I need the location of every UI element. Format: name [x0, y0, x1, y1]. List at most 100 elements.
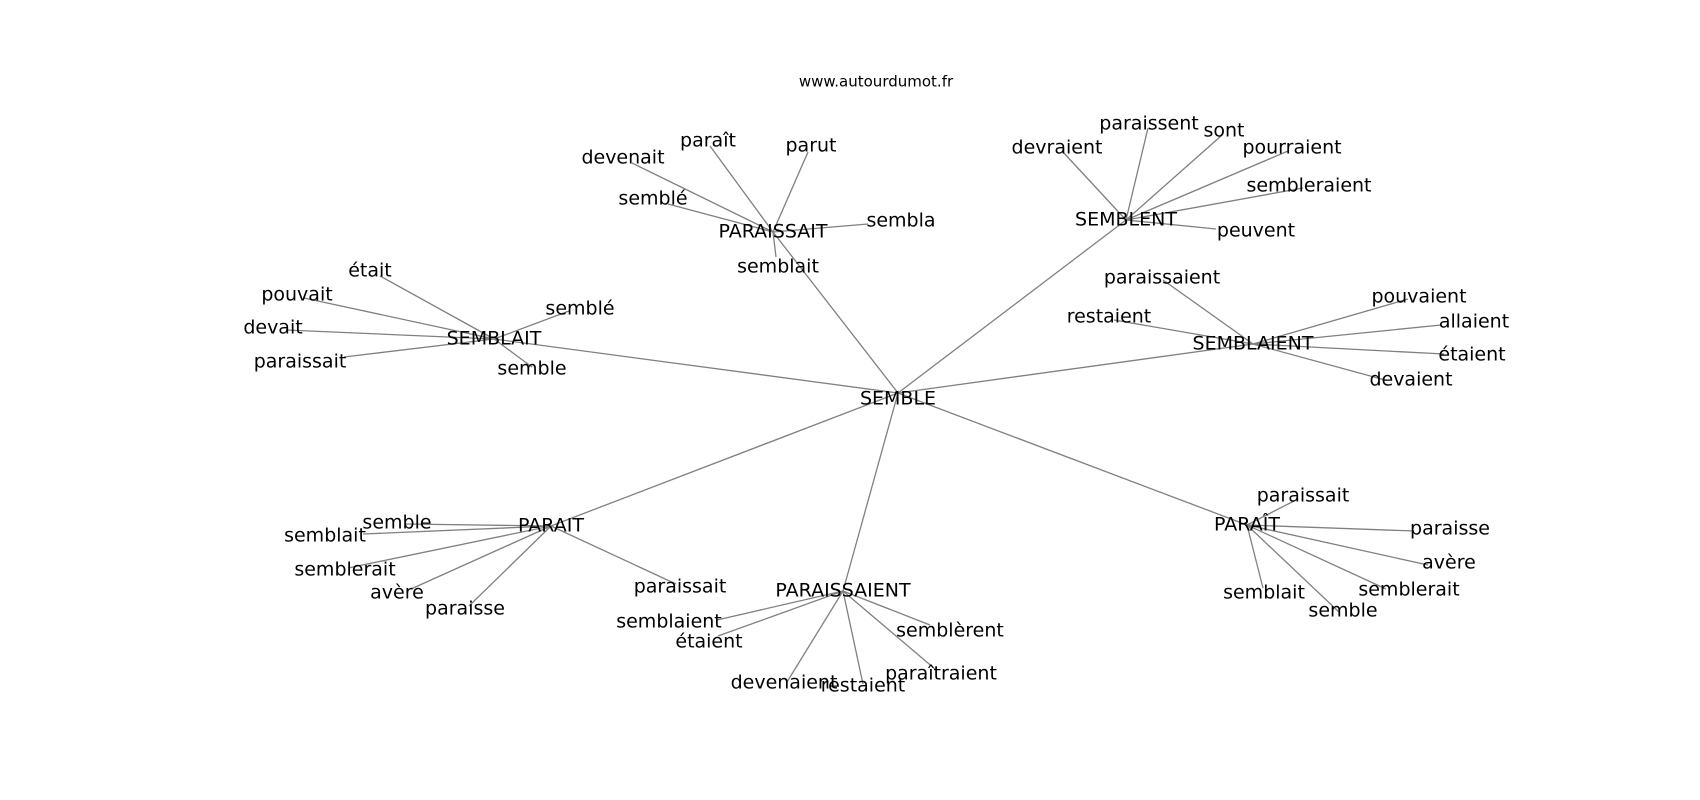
edge-paraissaient-hub-leaf-1 — [717, 590, 844, 637]
edge-center-to-semblait-hub — [493, 338, 899, 394]
parait-hub-leaf-0: semble — [362, 512, 431, 534]
parait-circumflex-hub-leaf-3: semblerait — [1358, 579, 1459, 601]
edge-semblent-hub-leaf-5 — [1125, 219, 1217, 230]
paraissaient-hub-leaf-1: étaient — [675, 631, 742, 653]
semblent-hub-leaf-0: devraient — [1012, 137, 1103, 159]
semblent-hub-leaf-1: paraissent — [1099, 113, 1198, 135]
semblaient-hub-leaf-5: devaient — [1369, 369, 1452, 391]
edge-parait-circumflex-hub-leaf-3 — [1246, 524, 1387, 590]
semblaient-hub-leaf-0: paraissaient — [1104, 267, 1220, 289]
paraissait-hub-label: PARAISSAIT — [719, 221, 828, 243]
edge-semblaient-hub-leaf-2 — [1252, 298, 1409, 345]
parait-hub-leaf-4: paraisse — [425, 598, 505, 620]
parait-hub-leaf-3: avère — [370, 582, 424, 604]
semblent-hub-leaf-2: sont — [1203, 120, 1244, 142]
semblaient-hub-leaf-4: étaient — [1438, 344, 1505, 366]
parait-hub-leaf-1: semblait — [284, 525, 366, 547]
paraissaient-hub-leaf-3: devenaient — [731, 672, 838, 694]
edge-semblait-hub-leaf-5 — [493, 338, 533, 368]
edge-parait-hub-leaf-5 — [550, 525, 677, 585]
semblent-hub-leaf-3: pourraient — [1242, 137, 1341, 159]
edge-parait-hub-leaf-2 — [347, 525, 552, 569]
edge-paraissaient-hub-leaf-5 — [842, 590, 936, 670]
paraissaient-hub-leaf-5: paraîtraient — [885, 663, 997, 685]
edge-semblait-hub-leaf-4 — [493, 310, 570, 340]
edge-parait-hub-leaf-4 — [468, 525, 552, 607]
edge-parait-circumflex-hub-leaf-4 — [1246, 524, 1264, 589]
edge-center-to-parait-circumflex-hub — [897, 392, 1248, 526]
edge-paraissait-hub-leaf-5 — [772, 231, 777, 258]
edge-paraissait-hub-leaf-3 — [667, 203, 774, 233]
paraissait-hub-leaf-0: devenait — [581, 147, 664, 169]
edge-parait-circumflex-hub-leaf-5 — [1246, 524, 1341, 614]
semblaient-hub-leaf-3: allaient — [1439, 311, 1509, 333]
graph-labels: www.autourdumot.fr SEMBLE PARAISSAIT deve… — [243, 73, 1509, 697]
paraissaient-hub-leaf-4: restaient — [821, 675, 906, 697]
edge-semblent-hub-leaf-4 — [1125, 187, 1304, 221]
parait-circumflex-hub-leaf-0: paraissait — [1257, 485, 1350, 507]
parait-hub-label: PARAIT — [518, 515, 584, 537]
edge-parait-hub-leaf-0 — [404, 523, 552, 527]
edge-center-to-parait-hub — [550, 392, 899, 527]
semblait-hub-leaf-1: pouvait — [261, 284, 332, 306]
paraissait-hub-leaf-5: semblait — [737, 256, 819, 278]
parait-circumflex-hub-leaf-2: avère — [1422, 552, 1476, 574]
edge-semblait-hub-leaf-3 — [343, 338, 495, 358]
semblait-hub-leaf-2: devait — [243, 317, 302, 339]
edge-paraissait-hub-leaf-1 — [709, 145, 774, 233]
edge-semblent-hub-leaf-2 — [1125, 135, 1222, 221]
parait-circumflex-hub-leaf-4: semblait — [1223, 582, 1305, 604]
semblait-hub-leaf-0: était — [348, 260, 392, 282]
edge-parait-hub-leaf-1 — [362, 525, 552, 535]
edge-semblent-hub-leaf-1 — [1125, 127, 1149, 221]
edge-semblait-hub-leaf-1 — [303, 297, 495, 340]
paraissait-hub-leaf-1: paraît — [680, 130, 736, 152]
edge-parait-circumflex-hub-leaf-1 — [1246, 524, 1415, 532]
edge-semblaient-hub-leaf-3 — [1252, 324, 1442, 345]
edge-center-to-semblent-hub — [897, 219, 1127, 394]
edge-semblait-hub-leaf-0 — [379, 275, 495, 340]
edge-semblaient-hub-leaf-4 — [1252, 343, 1445, 355]
edge-semblent-hub-leaf-3 — [1125, 150, 1289, 221]
semblent-hub-leaf-5: peuvent — [1217, 220, 1295, 242]
edge-center-to-paraissait-hub — [772, 231, 899, 394]
parait-circumflex-hub-leaf-1: paraisse — [1410, 518, 1490, 540]
site-label: www.autourdumot.fr — [799, 73, 954, 91]
edge-paraissait-hub-leaf-2 — [772, 151, 809, 233]
edge-parait-circumflex-hub-leaf-2 — [1246, 524, 1429, 566]
edge-semblaient-hub-leaf-5 — [1252, 343, 1386, 381]
paraissait-hub-leaf-4: sembla — [866, 210, 935, 232]
edge-semblaient-hub-leaf-0 — [1162, 279, 1254, 345]
edge-parait-circumflex-hub-leaf-0 — [1246, 500, 1295, 526]
edge-paraissait-hub-leaf-4 — [772, 223, 869, 233]
edge-semblait-hub-leaf-2 — [285, 329, 495, 340]
paraissait-hub-leaf-3: semblé — [618, 188, 687, 210]
center-word: SEMBLE — [860, 388, 936, 410]
graph-edges — [285, 127, 1445, 685]
semblent-hub-leaf-4: sembleraient — [1246, 175, 1371, 197]
paraissaient-hub-leaf-2: semblèrent — [896, 620, 1004, 642]
edge-center-to-paraissaient-hub — [842, 392, 899, 592]
edge-semblent-hub-leaf-0 — [1061, 150, 1127, 221]
semblait-hub-label: SEMBLAIT — [447, 328, 542, 350]
edge-parait-hub-leaf-3 — [410, 525, 552, 590]
edge-paraissait-hub-leaf-0 — [631, 162, 774, 233]
paraissait-hub-leaf-2: parut — [785, 135, 836, 157]
semblait-hub-leaf-4: semblé — [545, 298, 614, 320]
semblaient-hub-leaf-2: pouvaient — [1371, 286, 1466, 308]
paraissaient-hub-label: PARAISSAIENT — [775, 580, 911, 602]
edge-center-to-semblaient-hub — [897, 343, 1254, 394]
edge-paraissaient-hub-leaf-0 — [716, 590, 844, 621]
edge-paraissaient-hub-leaf-2 — [842, 590, 931, 626]
paraissaient-hub-leaf-0: semblaient — [616, 611, 722, 633]
parait-hub-leaf-2: semblerait — [294, 559, 395, 581]
parait-hub-leaf-5: paraissait — [634, 576, 727, 598]
edge-paraissaient-hub-leaf-4 — [842, 590, 864, 685]
parait-circumflex-hub-leaf-5: semble — [1308, 600, 1377, 622]
semblait-hub-leaf-3: paraissait — [254, 351, 347, 373]
semblent-hub-label: SEMBLENT — [1075, 209, 1177, 231]
edge-paraissaient-hub-leaf-3 — [786, 590, 844, 683]
semblaient-hub-leaf-1: restaient — [1067, 306, 1152, 328]
edge-semblaient-hub-leaf-1 — [1113, 319, 1254, 345]
